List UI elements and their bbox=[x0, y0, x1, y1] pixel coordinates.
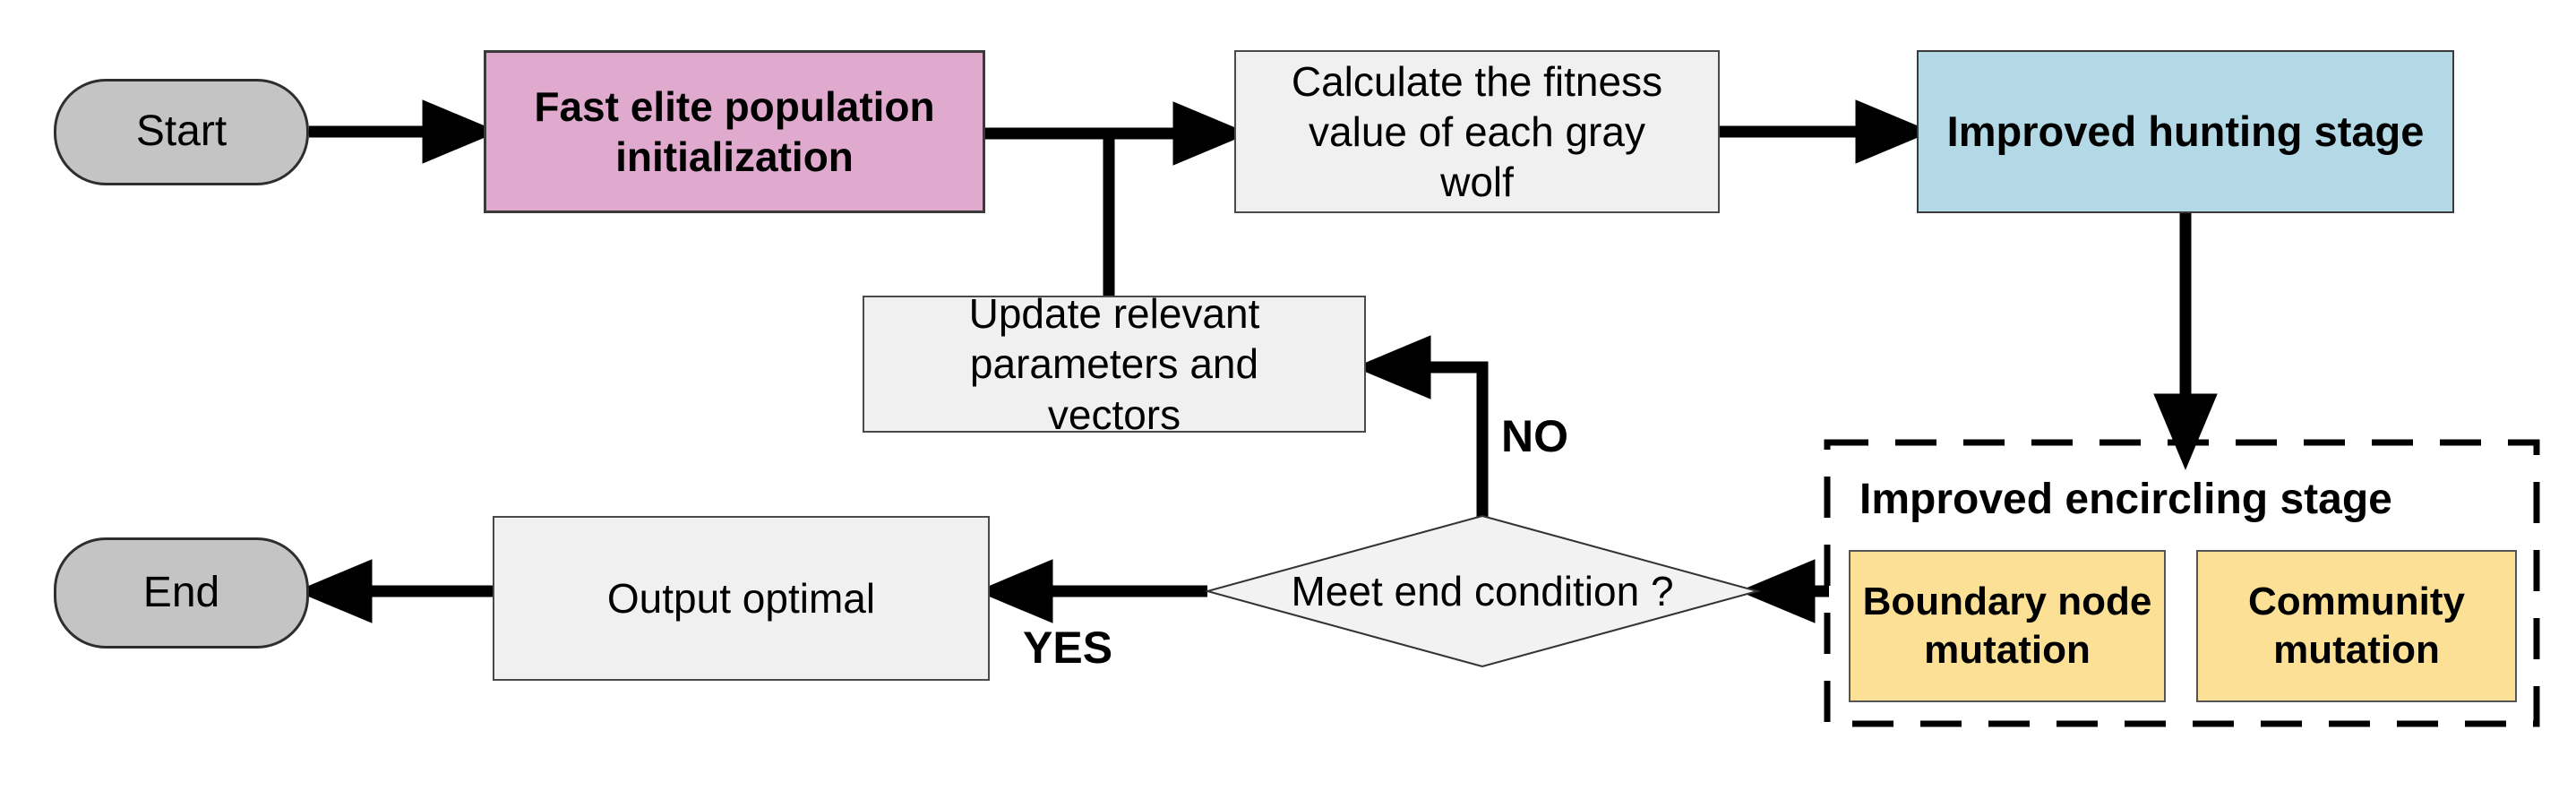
arrowhead-init-to-fitness bbox=[1172, 101, 1249, 166]
connectors bbox=[296, 99, 2218, 623]
decision-diamond-shape bbox=[1204, 514, 1761, 668]
node-calculate-fitness: Calculate the fitness value of each gray… bbox=[1234, 50, 1720, 213]
arrow-decision-no-elbow bbox=[1425, 361, 1489, 520]
node-community-mutation: Community mutation bbox=[2196, 550, 2517, 702]
node-boundary-node-mutation: Boundary node mutation bbox=[1849, 550, 2166, 702]
node-fast-elite-population-initialization: Fast elite population initialization bbox=[484, 50, 985, 213]
edge-label-no: NO bbox=[1501, 411, 1568, 461]
arrowhead-encircling-to-decision bbox=[1739, 559, 1816, 623]
encircling-stage-title: Improved encircling stage bbox=[1859, 475, 2392, 523]
node-end: End bbox=[54, 537, 309, 649]
encircling-dashed-border bbox=[1824, 439, 2540, 727]
arrowhead-start-to-init bbox=[422, 99, 499, 164]
arrowhead-hunting-to-encircling bbox=[2153, 393, 2218, 470]
node-output-optimal: Output optimal bbox=[493, 516, 990, 681]
node-improved-hunting-stage: Improved hunting stage bbox=[1917, 50, 2454, 213]
arrowhead-output-to-end bbox=[296, 559, 373, 623]
node-start: Start bbox=[54, 79, 309, 185]
arrowhead-decision-no bbox=[1354, 335, 1431, 400]
node-update-parameters: Update relevant parameters and vectors bbox=[863, 290, 1366, 438]
node-meet-end-condition: Meet end condition ? bbox=[1291, 567, 1674, 614]
arrowhead-decision-yes bbox=[976, 559, 1053, 623]
edge-label-yes: YES bbox=[1023, 623, 1113, 673]
arrowhead-fitness-to-hunting bbox=[1855, 99, 1932, 164]
